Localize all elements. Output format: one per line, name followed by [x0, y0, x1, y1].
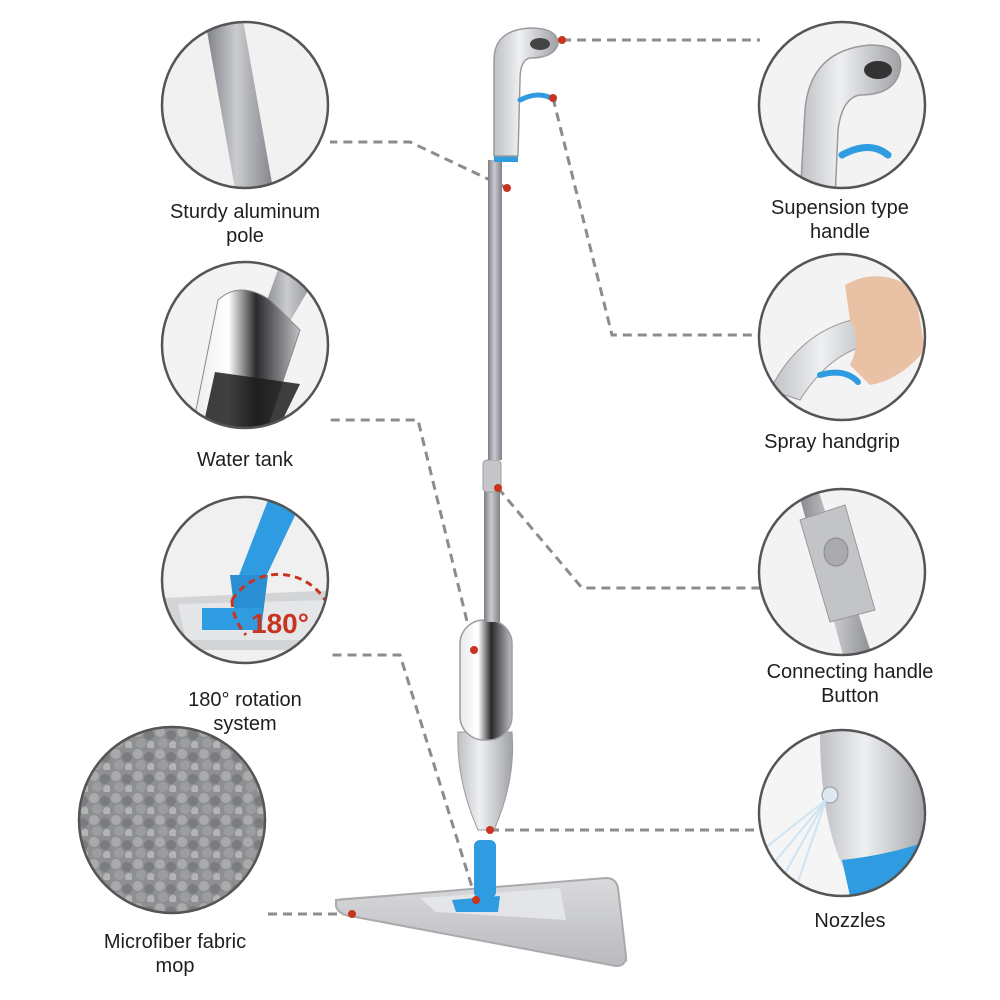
- label-grip-line1: Spray handgrip: [764, 431, 900, 453]
- label-button-line2: Button: [821, 685, 879, 707]
- label-rotation-line1: 180° rotation: [188, 689, 302, 711]
- detail-button: [757, 487, 927, 657]
- rotation-badge: 180°: [251, 608, 309, 639]
- label-handle: Supension type handle: [740, 196, 940, 244]
- label-nozzles: Nozzles: [760, 909, 940, 933]
- label-rotation-line2: system: [213, 713, 277, 735]
- label-handle-line1: Supension type: [771, 197, 909, 219]
- label-button: Connecting handle Button: [730, 660, 970, 708]
- detail-handle: [757, 20, 927, 190]
- label-mop-line1: Microfiber fabric: [103, 931, 247, 953]
- detail-nozzles: [757, 728, 927, 898]
- label-grip: Spray handgrip: [722, 430, 942, 454]
- detail-mop: [77, 725, 267, 915]
- label-handle-line2: handle: [809, 221, 871, 243]
- label-rotation: 180° rotation system: [145, 688, 345, 736]
- label-tank: Water tank: [145, 448, 345, 472]
- label-mop-line2: mop: [155, 955, 195, 977]
- label-mop: Microfiber fabric mop: [60, 930, 290, 978]
- label-pole: Sturdy aluminum pole: [145, 200, 345, 248]
- detail-pole: [160, 20, 330, 190]
- detail-grip: [757, 252, 927, 422]
- leader-lines: [262, 38, 760, 916]
- label-pole-line1: Sturdy aluminum: [169, 201, 321, 223]
- label-tank-line1: Water tank: [197, 449, 293, 471]
- callout-pin: [348, 36, 566, 918]
- label-button-line1: Connecting handle: [766, 661, 934, 683]
- label-nozzles-line1: Nozzles: [814, 910, 886, 932]
- mop-illustration: [335, 27, 628, 968]
- detail-rotation: 180°: [160, 495, 330, 665]
- detail-tank: [160, 260, 330, 430]
- label-pole-line2: pole: [226, 225, 264, 247]
